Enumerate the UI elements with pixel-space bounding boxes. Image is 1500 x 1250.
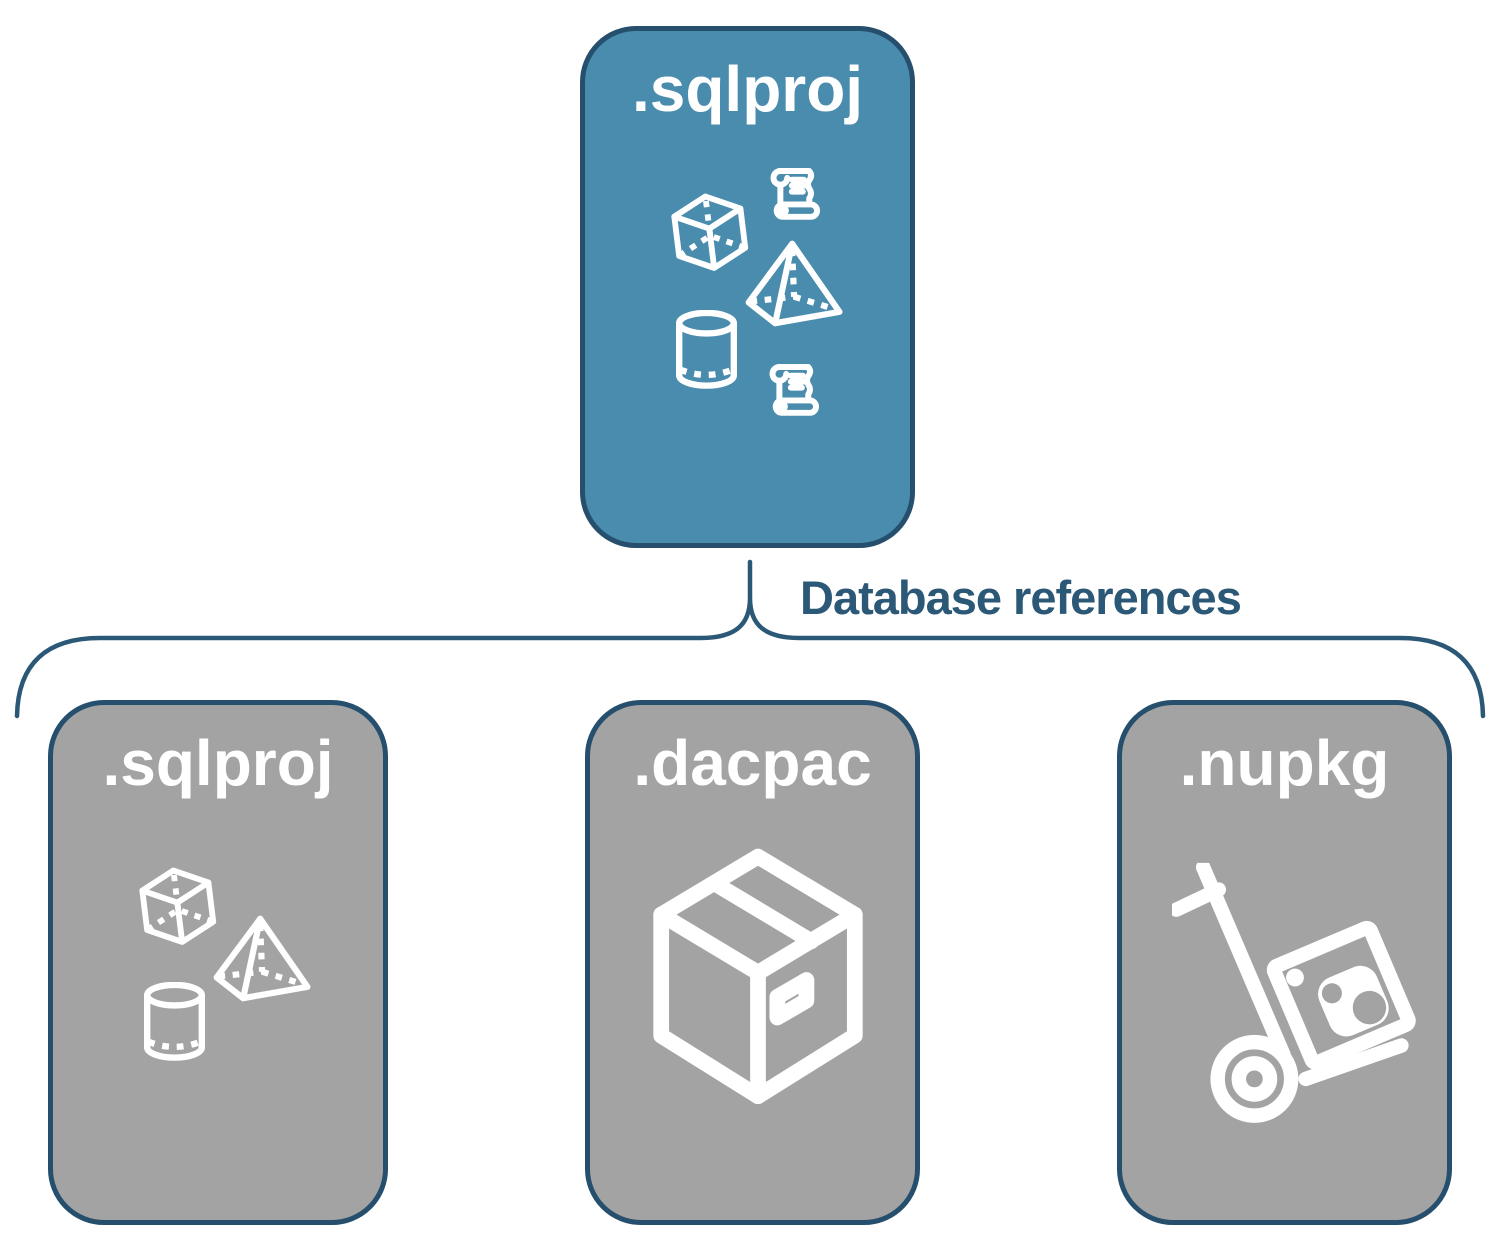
node-title: .nupkg (1179, 727, 1390, 799)
nupkg-reference-node: .nupkg (1117, 700, 1452, 1225)
node-title: .dacpac (633, 727, 872, 799)
database-references-label: Database references (800, 571, 1242, 624)
scroll-icon (768, 165, 823, 220)
pyramid-icon (211, 911, 315, 1006)
node-title: .sqlproj (102, 727, 334, 799)
cylinder-icon (672, 310, 741, 390)
package-box-icon (637, 840, 879, 1120)
hand-truck-icon (1172, 860, 1417, 1133)
scroll-icon (767, 361, 822, 416)
sqlproj-source-node: .sqlproj (580, 26, 915, 548)
node-title: .sqlproj (631, 53, 864, 125)
cylinder-icon (140, 982, 209, 1062)
sqlproj-reference-node: .sqlproj (48, 700, 388, 1225)
dacpac-reference-node: .dacpac (585, 700, 920, 1225)
pyramid-icon (743, 236, 847, 331)
